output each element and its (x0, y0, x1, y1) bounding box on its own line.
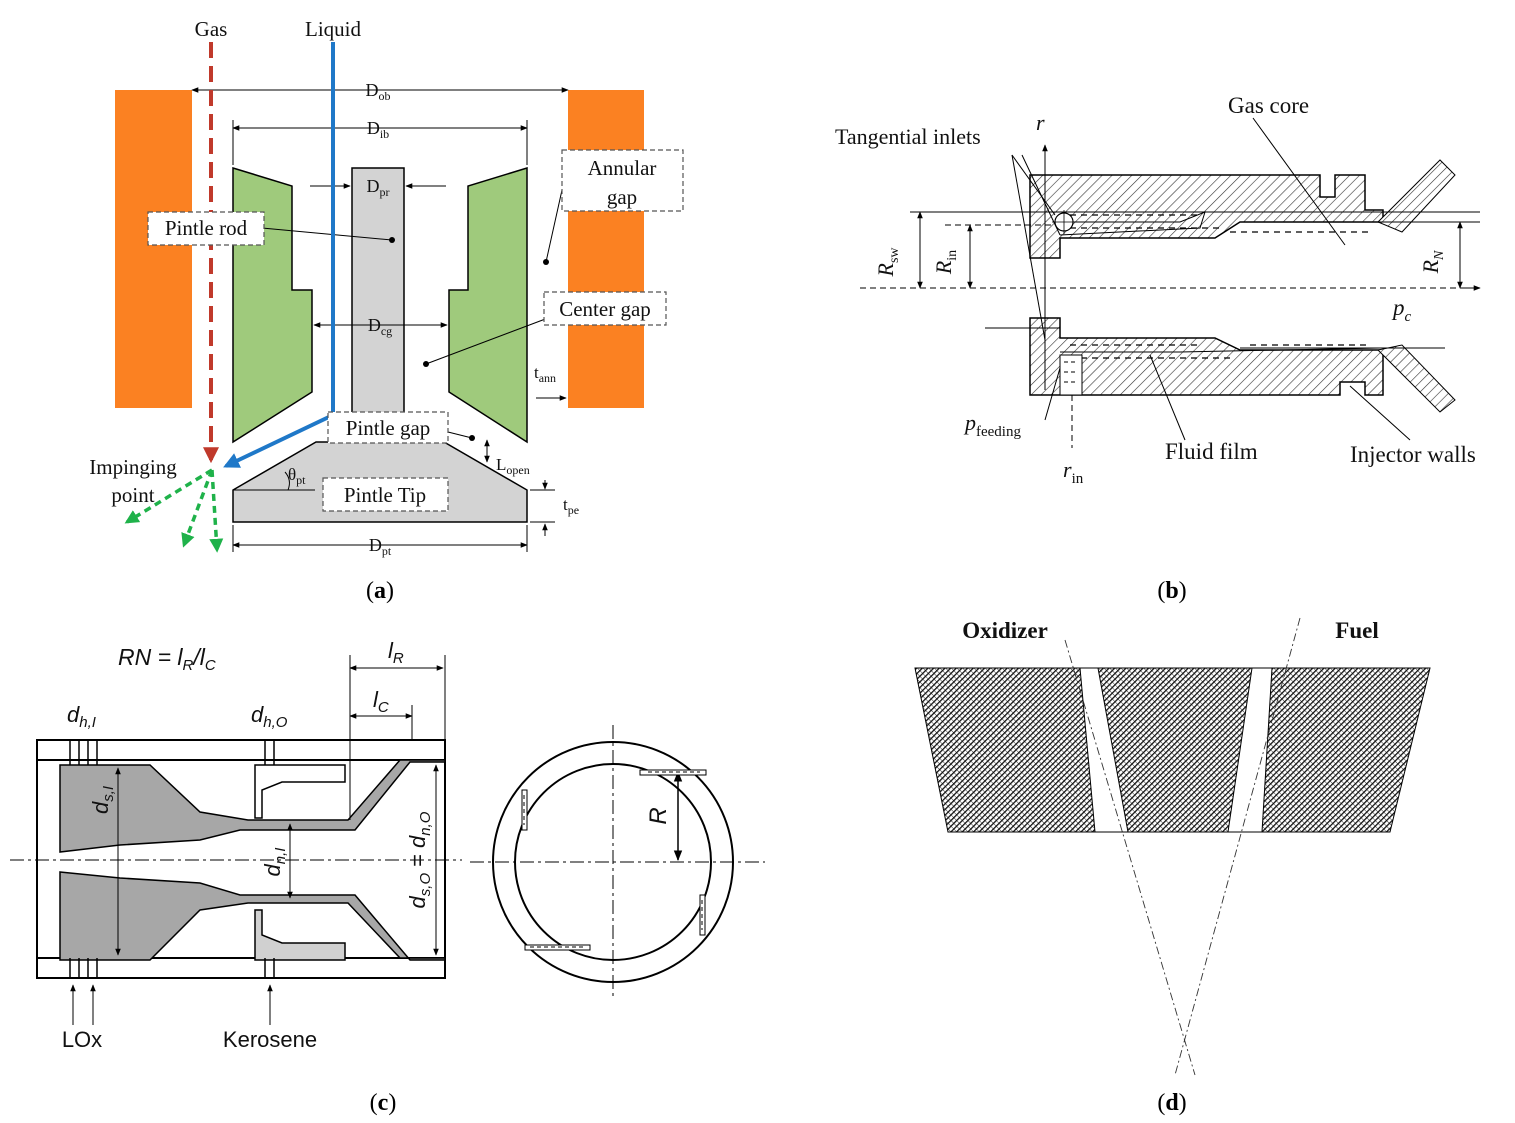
d-h-i-label: dh,I (67, 702, 96, 731)
caption-d: (d) (1157, 1090, 1186, 1116)
d-ib-label: Dib (367, 118, 389, 141)
radius-label: R (645, 807, 672, 824)
outlet-flare-bottom (1376, 344, 1456, 413)
impinging-label-1: Impinging (89, 455, 177, 479)
d-n-i-label: dn,I (260, 848, 289, 877)
gas-label: Gas (195, 17, 228, 41)
caption-a: (a) (366, 578, 394, 604)
d-pt-label: Dpt (369, 535, 392, 558)
impinging-label-2: point (111, 483, 154, 507)
injector-wall-bottom (1029, 317, 1384, 396)
panel-a: Gas Liquid Pintle rod Annular gap Center… (89, 17, 684, 604)
outer-wall-left (115, 90, 192, 408)
injector-body-left (232, 166, 313, 444)
annular-gap-label-2: gap (607, 185, 637, 209)
l-open-label: Lopen (496, 455, 530, 477)
p-feeding-label: pfeeding (963, 410, 1021, 440)
t-ann-label: tann (534, 363, 556, 385)
liquid-label: Liquid (305, 17, 361, 41)
center-gap-label: Center gap (559, 297, 651, 321)
r-in-small-label: rin (1063, 457, 1084, 487)
injector-walls-label: Injector walls (1350, 442, 1476, 467)
outlet-flare-top (1377, 159, 1456, 233)
d-pr-label: Dpr (367, 176, 390, 199)
injector-body-right (448, 166, 528, 444)
d-h-o-label: dh,O (251, 702, 288, 731)
caption-b: (b) (1157, 578, 1186, 604)
panel-d: Oxidizer Fuel (d) (914, 617, 1431, 1116)
inner-swirler (59, 759, 446, 853)
caption-c: (c) (370, 1090, 397, 1116)
tangential-inlets-label: Tangential inlets (835, 124, 981, 149)
injector-wall-top (1029, 174, 1384, 259)
l-c-label: lC (373, 687, 389, 716)
annular-gap-label-1: Annular (588, 156, 657, 180)
t-pe-label: tpe (563, 495, 579, 517)
d-ob-label: Dob (366, 80, 391, 103)
p-c-label: pc (1391, 295, 1412, 325)
fuel-label: Fuel (1335, 618, 1378, 643)
pintle-tip-label: Pintle Tip (344, 483, 426, 507)
pintle-gap-label: Pintle gap (346, 416, 431, 440)
oxidizer-label: Oxidizer (962, 618, 1048, 643)
kerosene-label: Kerosene (223, 1027, 317, 1052)
pintle-rod-label: Pintle rod (165, 216, 248, 240)
panel-b: Tangential inlets Gas core Fluid film In… (835, 93, 1481, 604)
gas-core-label: Gas core (1228, 93, 1309, 118)
panel-c: RN = lR/lC lR lC dh,I dh,O ds,I dn,I ds,… (10, 638, 765, 1116)
d-cg-label: Dcg (368, 315, 392, 338)
outer-wall-right (568, 90, 644, 408)
fluid-film-label: Fluid film (1165, 439, 1258, 464)
r-axis-label: r (1036, 110, 1045, 135)
r-in-label: Rin (931, 250, 960, 275)
r-sw-label: Rsw (873, 247, 902, 278)
r-n-label: RN (1418, 250, 1447, 274)
swirler-end-view (470, 725, 765, 1000)
lox-label: LOx (62, 1027, 102, 1052)
d-s-i-label: ds,I (88, 786, 117, 814)
l-r-label: lR (388, 638, 404, 667)
theta-pt-label: θpt (288, 465, 306, 487)
d-s-o-label: ds,O=dn,O (405, 811, 434, 908)
rn-formula: RN = lR/lC (118, 644, 216, 674)
